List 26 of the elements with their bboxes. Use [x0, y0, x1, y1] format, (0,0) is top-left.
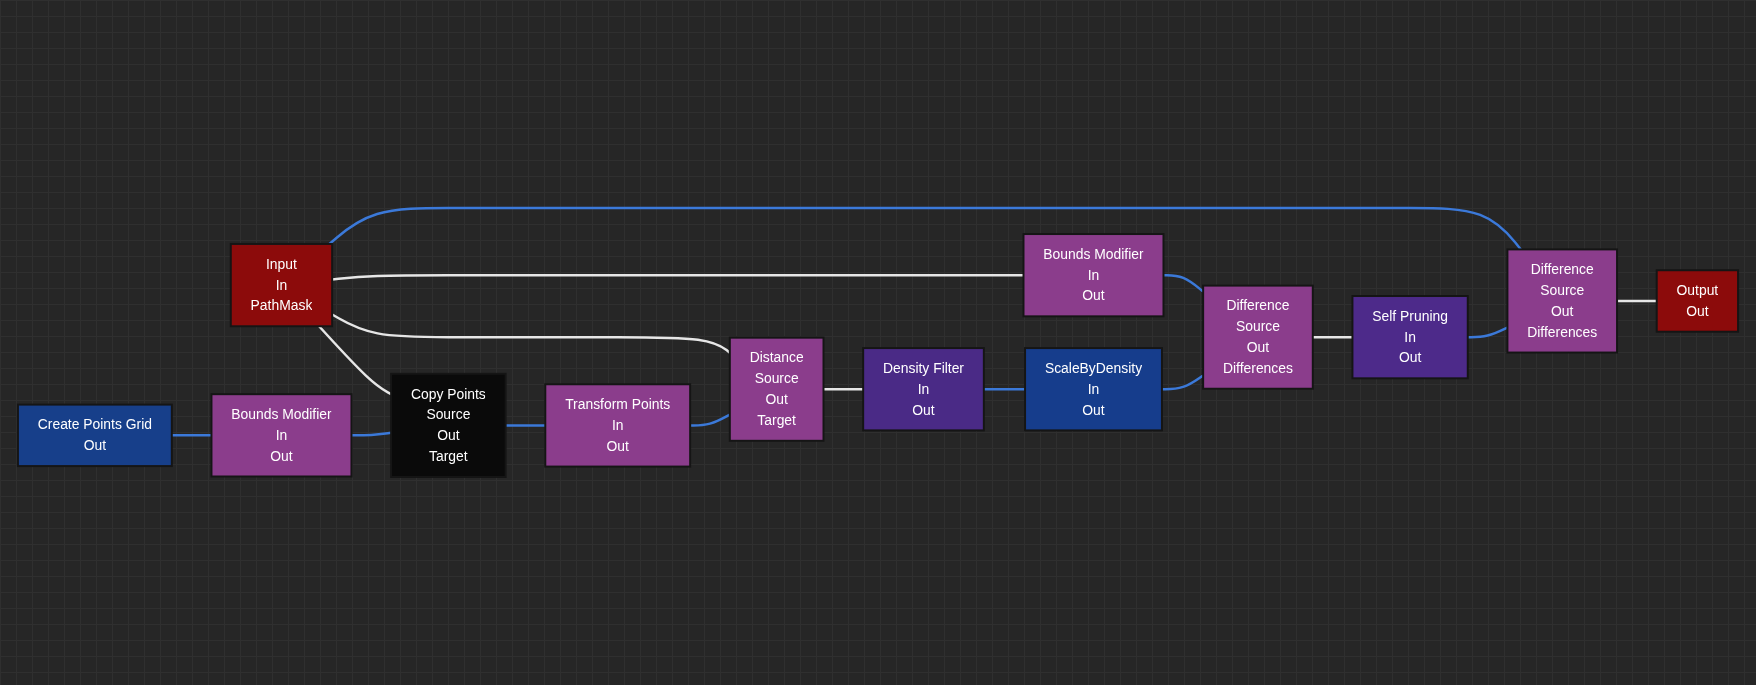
node-box: Difference Source Out Differences [1506, 248, 1619, 354]
connector [171, 434, 212, 437]
node-box: Create Points Grid Out [16, 403, 173, 468]
node-box: Self Pruning In Out [1351, 295, 1469, 380]
connector [505, 424, 546, 427]
connector [328, 206, 1522, 251]
node-box: Bounds Modifier In Out [210, 393, 353, 478]
connector [1467, 326, 1508, 339]
node-box: Distance Source Out Target [728, 336, 825, 442]
connector [1617, 299, 1657, 303]
node-box: Input In PathMask [229, 242, 334, 328]
node-box: Transform Points In Out [544, 383, 692, 468]
node-box: Difference Source Out Differences [1202, 284, 1314, 390]
connector [1312, 335, 1353, 339]
connector [983, 388, 1026, 391]
node-box: Density Filter In Out [862, 347, 985, 432]
node-box: ScaleByDensity In Out [1024, 347, 1163, 432]
node-box: Output Out [1655, 269, 1740, 333]
connector [1161, 374, 1204, 391]
connector [351, 431, 392, 437]
connector [823, 388, 864, 391]
node-box: Bounds Modifier In Out [1022, 233, 1165, 318]
connector [332, 273, 1024, 281]
node-box: Copy Points Source Out Target [390, 372, 507, 478]
connector [318, 325, 392, 396]
connector [1163, 273, 1204, 293]
